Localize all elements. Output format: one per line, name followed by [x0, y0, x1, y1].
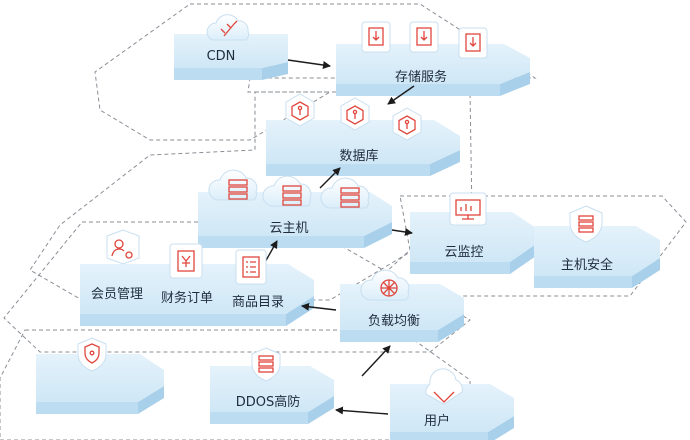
block-database	[266, 120, 460, 176]
node-label-database: 数据库	[339, 148, 378, 164]
document-download-icon	[458, 27, 488, 59]
connection-arrows	[263, 59, 415, 415]
node-label-cloud-monitor: 云监控	[444, 245, 483, 260]
yen-receipt-icon	[169, 243, 203, 279]
document-download-icon	[409, 21, 439, 53]
block-front-face	[36, 402, 138, 414]
node-label-user: 用户	[424, 413, 450, 429]
node-labels: CDN 存储服务 数据库 云主机 云监控 主机安全 会员管理 财务订单 商品目录…	[91, 49, 613, 429]
block-side-face	[364, 222, 392, 248]
block-front-face	[198, 236, 364, 248]
block-top-face	[174, 34, 288, 68]
server-stack-icon	[320, 177, 370, 209]
block-front-face	[174, 68, 262, 80]
node-label-member-mgmt: 会员管理	[91, 287, 143, 302]
arrow-host-to-database	[319, 167, 341, 189]
layer-outline-middle	[29, 91, 473, 301]
block-side-face	[438, 314, 464, 342]
node-label-cloud-host: 云主机	[269, 221, 308, 236]
database-key-icon	[285, 93, 315, 127]
database-key-icon	[392, 107, 422, 141]
block-front-face	[410, 262, 510, 274]
block-top-face	[410, 212, 536, 262]
block-top-face	[390, 384, 514, 432]
node-label-host-security: 主机安全	[561, 257, 613, 273]
node-label-ddos: DDOS高防	[236, 394, 301, 410]
block-side-face	[488, 416, 514, 440]
block-security-left	[36, 354, 164, 414]
block-top-face	[36, 354, 164, 402]
firewall-server-icon	[251, 347, 281, 382]
node-label-product-catalog: 商品目录	[232, 295, 284, 310]
block-front-face	[336, 84, 500, 96]
block-front-face	[266, 164, 430, 176]
arrow-balance-to-app	[301, 302, 337, 311]
block-ddos	[210, 366, 334, 424]
block-front-face	[534, 276, 632, 288]
block-front-face	[80, 314, 286, 326]
monitor-chart-icon	[449, 192, 487, 226]
arrow-cdn-to-storage	[287, 59, 331, 69]
block-cloud-monitor	[410, 212, 536, 274]
node-label-finance-order: 财务订单	[161, 290, 213, 306]
server-stack-icon	[208, 169, 258, 201]
server-stack-icon	[262, 175, 312, 207]
list-checklist-icon	[235, 249, 267, 285]
cdn-plug-icon	[206, 14, 250, 41]
node-icons	[77, 14, 603, 405]
block-side-face	[138, 386, 164, 414]
arrow-user-to-ddos	[335, 406, 389, 415]
arrow-host-to-monitor	[391, 228, 413, 236]
block-side-face	[510, 244, 536, 274]
block-side-face	[500, 72, 530, 96]
node-label-load-balance: 负载均衡	[368, 314, 420, 329]
shield-server-icon	[569, 205, 603, 243]
block-top-face	[210, 366, 334, 412]
block-user	[390, 384, 514, 440]
shield-lock-icon	[77, 337, 107, 372]
arrow-ddos-to-balance	[361, 345, 391, 377]
block-top-face	[534, 226, 660, 276]
document-download-icon	[361, 21, 391, 53]
block-cdn	[174, 34, 288, 80]
block-side-face	[308, 396, 334, 424]
block-front-face	[210, 412, 308, 424]
block-side-face	[632, 258, 660, 288]
database-key-icon	[340, 97, 370, 131]
block-host-security	[534, 226, 660, 288]
block-front-face	[340, 330, 438, 342]
user-gear-icon	[106, 229, 140, 265]
block-side-face	[430, 150, 460, 176]
node-label-cdn: CDN	[207, 49, 236, 64]
network-web-icon	[360, 269, 410, 301]
block-front-face	[390, 432, 488, 440]
node-label-storage: 存储服务	[395, 69, 447, 85]
user-person-icon	[425, 368, 463, 405]
arrow-storage-to-database	[387, 85, 415, 105]
